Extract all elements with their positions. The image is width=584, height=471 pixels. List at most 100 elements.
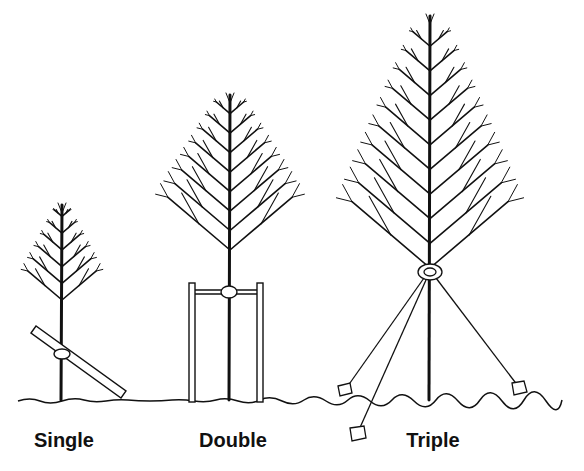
branch: [429, 16, 430, 400]
branch: [481, 124, 491, 127]
branch: [71, 233, 76, 242]
branch: [91, 257, 97, 258]
branch: [44, 245, 51, 257]
branch: [474, 105, 483, 107]
branch: [401, 49, 406, 50]
branch: [369, 124, 379, 127]
branch: [172, 168, 182, 170]
branch: [240, 114, 246, 124]
branch: [229, 95, 230, 400]
branch: [417, 30, 422, 39]
branch: [58, 203, 62, 213]
branch: [226, 93, 230, 103]
branch: [439, 30, 444, 39]
branch: [455, 123, 469, 148]
branch: [35, 269, 45, 286]
method-label: Double: [199, 428, 267, 452]
branch: [244, 101, 247, 103]
branch: [96, 269, 103, 271]
branch: [79, 269, 89, 286]
branch: [361, 142, 373, 145]
branch: [247, 140, 257, 157]
branch: [336, 198, 352, 202]
double-stakes: [189, 283, 263, 402]
branch: [445, 67, 454, 82]
branch: [85, 246, 90, 247]
branch: [49, 222, 62, 233]
branch: [508, 198, 524, 202]
branch: [156, 194, 168, 197]
branch: [48, 233, 53, 242]
branch: [343, 185, 352, 202]
branch: [53, 209, 54, 210]
branch: [411, 49, 418, 61]
branch: [409, 30, 412, 32]
branch: [393, 68, 399, 70]
branch: [53, 208, 55, 210]
branch: [61, 205, 62, 400]
ground-line: [18, 392, 562, 410]
branch: [62, 203, 66, 213]
branch: [251, 154, 263, 175]
branch: [508, 185, 517, 202]
branch: [278, 168, 288, 170]
branch: [75, 221, 78, 223]
branch: [466, 178, 486, 214]
branch: [377, 105, 386, 107]
branch: [285, 181, 296, 184]
branch: [219, 101, 223, 108]
branch: [401, 86, 411, 105]
branch: [385, 86, 392, 88]
branch: [264, 141, 271, 143]
branch: [52, 221, 56, 227]
branch: [69, 209, 70, 210]
branch: [69, 208, 71, 210]
branch: [501, 167, 510, 183]
branch: [442, 49, 449, 61]
branch: [164, 181, 175, 184]
branch: [40, 257, 48, 271]
branch: [66, 210, 68, 214]
branch: [251, 115, 255, 116]
branch: [68, 221, 72, 227]
branch: [216, 102, 230, 114]
branch: [214, 101, 217, 103]
branch: [494, 161, 507, 164]
branch: [271, 154, 279, 156]
branch: [430, 14, 434, 24]
branch: [80, 233, 84, 235]
branch: [258, 180, 273, 208]
branch: [34, 246, 39, 247]
branch: [74, 245, 81, 257]
branch: [187, 180, 202, 208]
branch: [467, 86, 474, 88]
guy-wires: [338, 264, 527, 441]
branch: [40, 233, 44, 235]
method-label: Triple: [406, 428, 459, 452]
branch: [257, 128, 262, 129]
branch: [454, 49, 459, 50]
branch: [390, 123, 404, 148]
branch: [385, 141, 401, 170]
branch: [214, 114, 220, 124]
branch: [237, 101, 241, 108]
branch: [374, 178, 394, 214]
branch: [28, 257, 34, 258]
branch: [449, 86, 459, 105]
branch: [56, 210, 58, 214]
branch: [21, 269, 28, 271]
branch: [292, 194, 304, 197]
branch: [244, 127, 252, 141]
single-stake: [31, 326, 126, 398]
branch: [501, 179, 515, 183]
branch: [350, 167, 359, 183]
branch: [459, 141, 475, 170]
branch: [180, 154, 188, 156]
branch: [189, 141, 196, 143]
branch: [406, 67, 415, 82]
branch: [452, 104, 464, 126]
branch: [426, 14, 430, 24]
branch: [345, 179, 359, 183]
branch: [230, 102, 244, 114]
